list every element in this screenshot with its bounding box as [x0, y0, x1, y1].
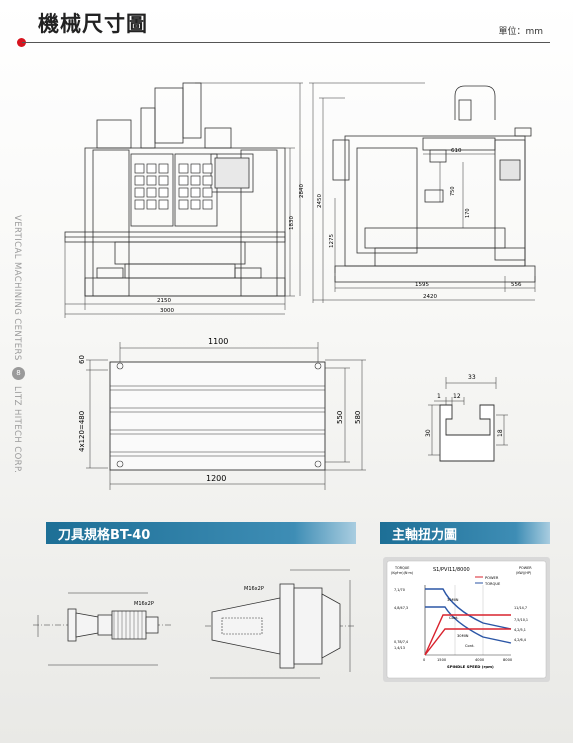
- side-dim-556: 556: [511, 282, 522, 288]
- title-rule: [22, 42, 550, 43]
- x-tick-0: 0: [423, 658, 426, 662]
- y-left-tick-3: 0,78/7,4: [394, 640, 408, 644]
- torque-left-label-2: (Kgf·m)(N·m): [391, 571, 414, 575]
- side-dim-2420: 2420: [423, 294, 437, 300]
- tslot-dim-30: 30: [425, 429, 432, 437]
- table-dim-4x120: 4x120=480: [78, 411, 86, 452]
- side-dim-1275: 1275: [329, 234, 335, 248]
- tool-holder-drawing: M16x2P: [205, 569, 355, 679]
- tool-pullstud-drawing: M16x2P: [33, 592, 173, 666]
- curve-label-4: Cont.: [465, 644, 475, 648]
- torque-chart-title: S1/PVI11/8000: [433, 567, 470, 573]
- y-right-tick-2: 7,5/10,1: [514, 618, 528, 622]
- legend-power-label: POWER: [485, 576, 499, 580]
- t-slot-detail: 33 1 12 30 18: [425, 374, 508, 462]
- power-curve-30min: [424, 614, 511, 656]
- front-motor-housing: [154, 87, 184, 144]
- table-dim-1200: 1200: [206, 474, 226, 483]
- torque-left-label-1: TORQUE: [394, 566, 409, 570]
- front-dim-2840: 2840: [299, 184, 305, 198]
- tslot-dim-18: 18: [497, 429, 504, 437]
- side-view-drawing: 2450 610 750 170 1275 1595 556 2420: [309, 82, 536, 303]
- curve-label-3: 30MIN: [457, 634, 469, 638]
- x-tick-1500: 1500: [437, 658, 447, 662]
- page-title: 機械尺寸圖: [38, 12, 148, 36]
- y-left-tick-4: 1,4/13: [394, 646, 405, 650]
- y-right-tick-3: 4,2/5,1: [514, 628, 526, 632]
- tslot-dim-33: 33: [468, 374, 476, 381]
- y-right-tick-1: 11/14,7: [514, 606, 527, 610]
- front-view-drawing: 2150 3000 1830 2840: [64, 82, 305, 318]
- side-enclosure: [344, 135, 526, 267]
- y-left-tick-1: 7,1/70: [394, 588, 405, 592]
- x-tick-8000: 8000: [503, 658, 513, 662]
- table-dim-580: 580: [354, 411, 362, 424]
- front-dim-1830: 1830: [289, 216, 295, 230]
- y-left-tick-2: 4,8/47,3: [394, 606, 408, 610]
- tslot-dim-1: 1: [437, 393, 441, 400]
- x-tick-4000: 4000: [475, 658, 485, 662]
- pullstud-thread-body: [111, 610, 147, 640]
- table-top-view: 1100 60 4x120=480 550 580 1200: [78, 337, 366, 490]
- pullstud-thread-label: M16x2P: [134, 601, 154, 607]
- torque-right-label-1: POWER: [519, 566, 532, 570]
- side-dim-170: 170: [465, 208, 471, 218]
- torque-right-label-2: (KW)(HP): [516, 571, 532, 575]
- side-dim-750: 750: [450, 186, 456, 196]
- side-text-top: VERTICAL MACHINING CENTERS: [12, 215, 22, 361]
- work-table: [109, 361, 326, 471]
- table-dim-550: 550: [336, 411, 344, 424]
- side-text-bottom: LITZ HITECH CORP.: [12, 385, 22, 473]
- t-slot-profile: [439, 404, 495, 462]
- table-dim-1100: 1100: [208, 337, 228, 346]
- power-curve-cont: [424, 628, 511, 656]
- side-dim-1595: 1595: [415, 282, 429, 288]
- legend-torque-label: TORQUE: [484, 582, 501, 586]
- curve-label-1: 30MIN: [447, 598, 459, 602]
- side-dim-610: 610: [451, 148, 462, 154]
- front-dim-2150: 2150: [157, 298, 171, 304]
- tslot-dim-12: 12: [453, 393, 461, 400]
- torque-curve-cont: [425, 606, 512, 644]
- section-spindle-torque: 主軸扭力圖: [380, 522, 550, 544]
- title-bullet-dot: [17, 38, 26, 47]
- y-right-tick-4: 4,2/6,4: [514, 638, 526, 642]
- page-number-badge: 8: [12, 366, 25, 380]
- x-axis-label: SPINDLE SPEED (rpm): [447, 664, 494, 669]
- section-tool-spec: 刀具規格BT-40: [46, 522, 356, 544]
- side-dim-2450: 2450: [317, 194, 323, 208]
- side-caption: VERTICAL MACHINING CENTERS 8 LITZ HITECH…: [12, 215, 26, 473]
- unit-label: 單位：mm: [498, 27, 543, 37]
- torque-chart-panel: S1/PVI11/8000 TORQUE (Kgf·m)(N·m) POWER …: [383, 557, 550, 682]
- torque-curve-30min: [425, 588, 512, 630]
- front-dim-3000: 3000: [160, 308, 174, 314]
- holder-thread-label: M16x2P: [244, 586, 264, 592]
- side-cable-arm: [454, 85, 496, 120]
- curve-label-2: Cont.: [449, 616, 459, 620]
- table-dim-60: 60: [78, 355, 86, 364]
- holder-flange: [279, 583, 295, 669]
